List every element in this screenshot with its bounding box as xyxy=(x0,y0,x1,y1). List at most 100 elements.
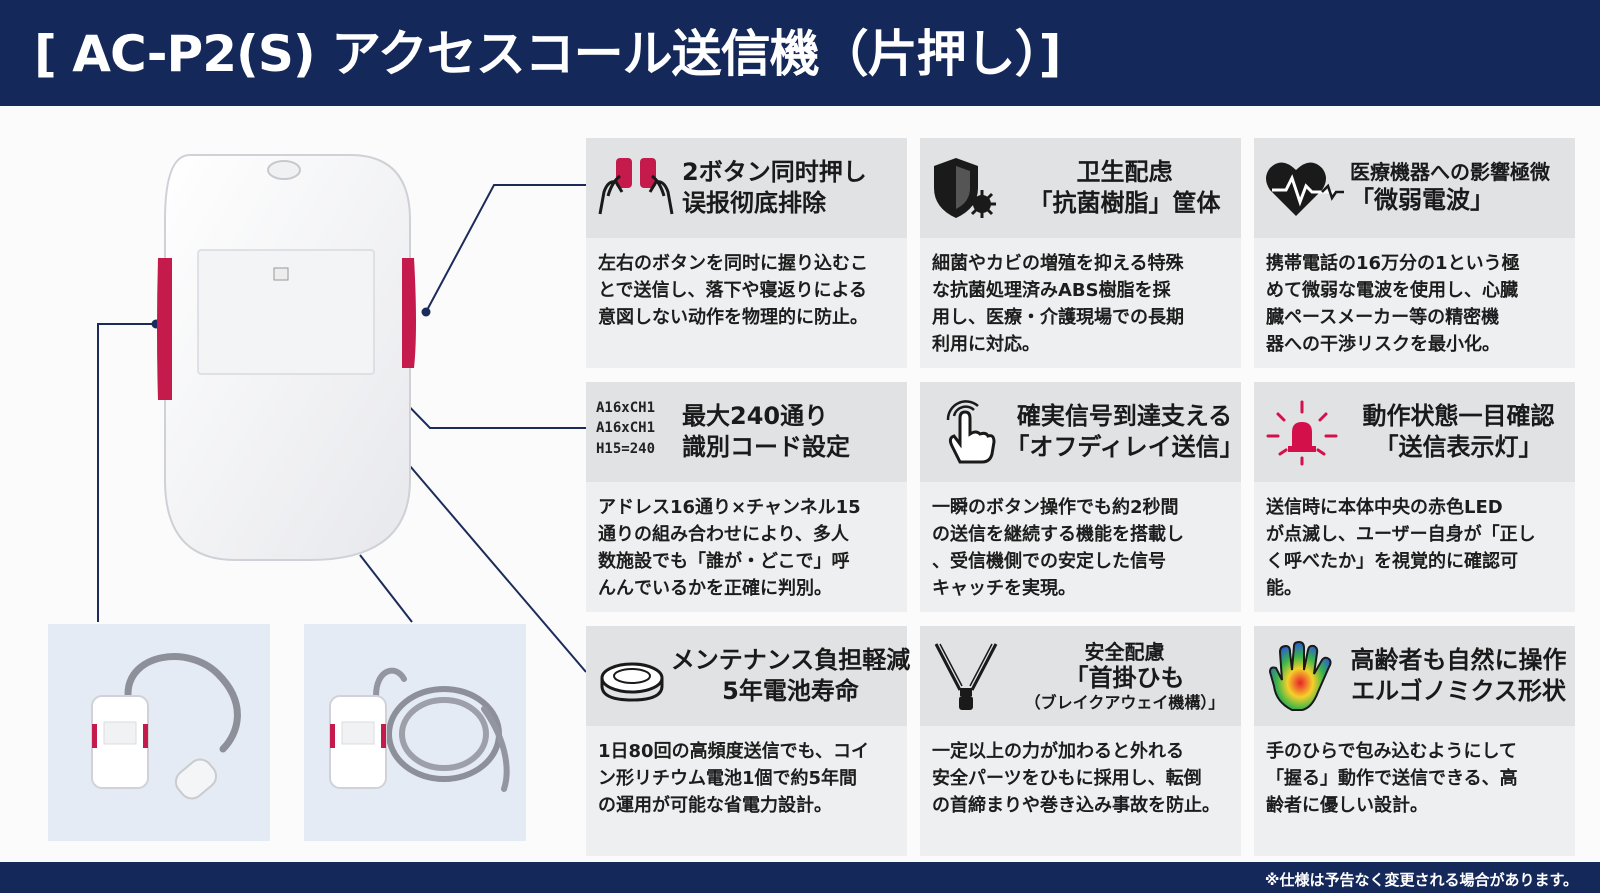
text-line: な抗菌処理済みABS樹脂を採 xyxy=(932,280,1171,301)
text-line: 意図しない动作を物理的に防止。 xyxy=(598,307,868,328)
card-title: 最大240通り 識別コード設定 xyxy=(682,382,899,482)
finger-tap-icon xyxy=(928,396,1012,468)
card-title-line2: 「微弱電波」 xyxy=(1350,186,1494,215)
card-body: アドレス16通り×チャンネル15 通りの組み合わせにより、多人 数施設でも「誰が… xyxy=(586,482,907,612)
card-body: 携帯電話の16万分の1という極 めて微弱な電波を使用し、心臓 臓ペースメーカー等… xyxy=(1254,238,1575,368)
card-header: 確実信号到達支える 「オフディレイ送信」 xyxy=(920,382,1244,482)
card-header: A16xCH1 A16xCH1 H15=240 最大240通り 識別コード設定 xyxy=(586,382,907,482)
text-line: 細菌やカビの増殖を抑える特殊 xyxy=(932,253,1184,274)
text-line: が点滅し、ユーザー自身が「正し xyxy=(1266,524,1536,545)
text-line: の首締まりや巻き込み事故を防止。 xyxy=(932,795,1220,816)
card-header: メンテナンス負担軽減 5年電池寿命 xyxy=(586,626,910,726)
card-title-line2: 「抗菌樹脂」筐体 xyxy=(1028,189,1221,217)
card-description: 細菌やカビの増殖を抑える特殊 な抗菌処理済みABS樹脂を採 用し、医療・介護現場… xyxy=(932,250,1233,358)
card-body: 一瞬のボタン操作でも約2秒間 の送信を継続する機能を搭載し 、受信機側での安定し… xyxy=(920,482,1241,612)
card-title: 2ボタン同时押し 误报彻底排除 xyxy=(682,138,899,238)
card-title-line1: 確実信号到達支える xyxy=(1016,401,1233,430)
card-title-line2: 「送信表示灯」 xyxy=(1374,433,1543,461)
text-line: 、受信機側での安定した信号 xyxy=(932,551,1166,572)
card-description: 送信時に本体中央の赤色LED が点滅し、ユーザー自身が「正し く呼べたか」を視覚… xyxy=(1266,494,1567,602)
card-title-line2: 「オフディレイ送信」 xyxy=(1005,433,1244,461)
text-line: く呼べたか」を視覚的に確認可 xyxy=(1266,551,1518,572)
text-line: 齢者に優しい設計。 xyxy=(1266,795,1428,816)
text-line: 一定以上の力が加わると外れる xyxy=(932,741,1184,762)
antibacterial-shield-icon xyxy=(928,152,1012,224)
feature-card-two-button: 2ボタン同时押し 误报彻底排除 左右のボタンを同时に握り込むこ とで送信し、落下… xyxy=(586,138,907,368)
text-line: 利用に対応。 xyxy=(932,334,1040,355)
feature-card-id-codes: A16xCH1 A16xCH1 H15=240 最大240通り 識別コード設定 … xyxy=(586,382,907,612)
feature-card-weak-radio: 医療機器への影響極微 「微弱電波」 携帯電話の16万分の1という極 めて微弱な電… xyxy=(1254,138,1575,368)
card-header: 卫生配虑 「抗菌樹脂」筐体 xyxy=(920,138,1241,238)
card-description: 携帯電話の16万分の1という極 めて微弱な電波を使用し、心臓 臓ペースメーカー等… xyxy=(1266,250,1567,358)
card-title-line1: 安全配慮 xyxy=(1084,640,1165,664)
text-line: 通りの組み合わせにより、多人 xyxy=(598,524,849,545)
card-title-line2: 5年電池寿命 xyxy=(722,677,859,705)
product-photo-short-strap xyxy=(48,624,270,841)
text-line: とで送信し、落下や寝返りによる xyxy=(598,280,867,301)
two-hands-pressing-icon xyxy=(594,152,678,224)
card-title-line1: 最大240通り xyxy=(682,401,829,430)
page-title: [ AC-P2(S) アクセスコール送信機（片押し）] xyxy=(34,25,1061,83)
card-title-line1: 医療機器への影響極微 xyxy=(1350,160,1550,185)
card-title: 医療機器への影響極微 「微弱電波」 xyxy=(1350,138,1567,238)
text-line: 安全パーツをひもに採用し、転倒 xyxy=(932,768,1202,789)
text-line: めて微弱な電波を使用し、心臓 xyxy=(1266,280,1518,301)
product-photo-long-strap xyxy=(304,624,526,841)
feature-card-indicator-lamp: 動作状態一目確認 「送信表示灯」 送信時に本体中央の赤色LED が点滅し、ユーザ… xyxy=(1254,382,1575,612)
text-line: 数施設でも「誰が・どこで」呼 xyxy=(598,551,850,572)
card-title-line1: 高齢者も自然に操作 xyxy=(1350,645,1567,674)
text-line: ン形リチウム電池1個で約5年間 xyxy=(598,768,858,789)
header-bar: [ AC-P2(S) アクセスコール送信機（片押し）] xyxy=(0,0,1600,106)
text-line: 器への干渉リスクを最小化。 xyxy=(1266,334,1500,355)
card-title: 確実信号到達支える 「オフディレイ送信」 xyxy=(1005,382,1243,482)
card-title-line2: エルゴノミクス形状 xyxy=(1351,677,1566,705)
card-header: 安全配慮 「首掛ひも （ブレイクアウェイ機構）」 xyxy=(920,626,1241,726)
text-line: 左右のボタンを同时に握り込むこ xyxy=(598,253,868,274)
card-description: 一定以上の力が加わると外れる 安全パーツをひもに採用し、転倒 の首締まりや巻き込… xyxy=(932,738,1233,819)
text-line: 「握る」動作で送信できる、高 xyxy=(1266,768,1518,789)
card-title: 高齢者も自然に操作 エルゴノミクス形状 xyxy=(1350,626,1567,726)
card-description: アドレス16通り×チャンネル15 通りの組み合わせにより、多人 数施設でも「誰が… xyxy=(598,494,899,602)
card-title-line2: 「首掛ひも xyxy=(1064,664,1185,692)
feature-card-off-delay: 確実信号到達支える 「オフディレイ送信」 一瞬のボタン操作でも約2秒間 の送信を… xyxy=(920,382,1244,612)
card-title-line2: 識別コード設定 xyxy=(682,433,850,461)
feature-card-ergonomic: 高齢者も自然に操作 エルゴノミクス形状 手のひらで包み込むようにして 「握る」動… xyxy=(1254,626,1575,856)
card-body: 送信時に本体中央の赤色LED が点滅し、ユーザー自身が「正し く呼べたか」を視覚… xyxy=(1254,482,1575,612)
feature-card-antibacterial: 卫生配虑 「抗菌樹脂」筐体 細菌やカビの増殖を抑える特殊 な抗菌処理済みABS樹… xyxy=(920,138,1241,368)
text-line: 1日80回の高頻度送信でも、コイ xyxy=(598,741,870,762)
heart-pulse-icon xyxy=(1262,152,1346,224)
code-line: A16xCH1 xyxy=(596,400,656,416)
neck-strap-icon xyxy=(928,640,1012,712)
disclaimer-note: ※仕様は予告なく変更される場合があります。 xyxy=(1264,871,1578,889)
text-line: 携帯電話の16万分の1という極 xyxy=(1266,253,1520,274)
card-title-line1: 卫生配虑 xyxy=(1076,157,1173,186)
text-line: んんでいるかを正確に判別。 xyxy=(598,578,832,599)
card-description: 手のひらで包み込むようにして 「握る」動作で送信できる、高 齢者に優しい設計。 xyxy=(1266,738,1567,819)
coin-battery-icon xyxy=(594,640,678,712)
text-line: の運用が可能な省電力設計。 xyxy=(598,795,832,816)
text-line: の送信を継続する機能を搭載し xyxy=(932,524,1184,545)
card-header: 動作状態一目確認 「送信表示灯」 xyxy=(1254,382,1575,482)
code-combination-list: A16xCH1 A16xCH1 H15=240 xyxy=(596,398,682,459)
card-body: 一定以上の力が加わると外れる 安全パーツをひもに採用し、転倒 の首締まりや巻き込… xyxy=(920,726,1241,856)
card-title: 安全配慮 「首掛ひも （ブレイクアウェイ機構）」 xyxy=(1016,626,1233,726)
card-description: 一瞬のボタン操作でも約2秒間 の送信を継続する機能を搭載し 、受信機側での安定し… xyxy=(932,494,1233,602)
text-line: 一瞬のボタン操作でも約2秒間 xyxy=(932,497,1179,518)
card-title-line1: メンテナンス負担軽減 xyxy=(670,645,911,674)
card-body: 手のひらで包み込むようにして 「握る」動作で送信できる、高 齢者に優しい設計。 xyxy=(1254,726,1575,856)
card-body: 左右のボタンを同时に握り込むこ とで送信し、落下や寝返りによる 意図しない动作を… xyxy=(586,238,907,368)
red-indicator-lamp-icon xyxy=(1262,396,1346,468)
text-line: 手のひらで包み込むようにして xyxy=(1266,741,1517,762)
code-line: A16xCH1 xyxy=(596,420,656,437)
feature-card-battery: メンテナンス負担軽減 5年電池寿命 1日80回の高頻度送信でも、コイ ン形リチウ… xyxy=(586,626,910,856)
card-title-line2: 误报彻底排除 xyxy=(682,189,826,217)
text-line: キャッチを実現。 xyxy=(932,578,1076,599)
card-title: 卫生配虑 「抗菌樹脂」筐体 xyxy=(1016,138,1233,238)
card-title-line1: 動作状態一目確認 xyxy=(1362,401,1555,430)
text-line: アドレス16通り×チャンネル15 xyxy=(598,497,861,518)
card-title-line3: （ブレイクアウェイ機構）」 xyxy=(1024,692,1225,712)
card-header: 医療機器への影響極微 「微弱電波」 xyxy=(1254,138,1575,238)
text-line: 用し、医療・介護現場での長期 xyxy=(932,307,1184,328)
card-title: 動作状態一目確認 「送信表示灯」 xyxy=(1350,382,1567,482)
card-header: 高齢者も自然に操作 エルゴノミクス形状 xyxy=(1254,626,1575,726)
